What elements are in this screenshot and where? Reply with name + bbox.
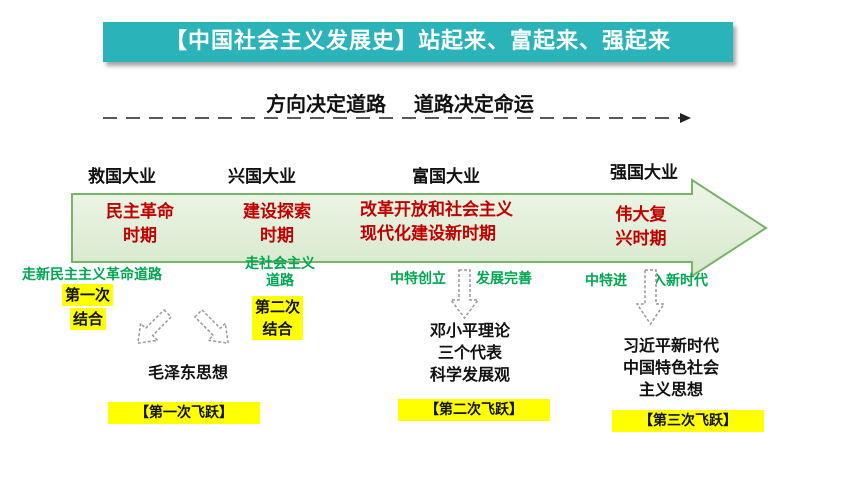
period-line: 时期 [123,226,157,246]
period-line: 现代化建设新时期 [360,224,496,244]
period-great-rejuvenation: 伟大复 兴时期 [596,203,686,251]
second-combination-badge: 第二次 结合 [252,296,304,340]
period-line: 建设探索 [243,202,311,222]
subtitle: 方向决定道路 道路决定命运 [266,92,534,116]
theory-line: 主义思想 [638,380,703,399]
period-line: 民主革命 [106,202,174,222]
road-socialism: 走社会主义 道路 [230,256,330,290]
down-hollow-arrow-icon [636,269,666,326]
theory-line: 邓小平理论 [429,321,510,340]
second-leap-badge: 【第二次飞跃】 [398,399,550,421]
badge-line: 第一次 [65,286,111,304]
theory-line: 三个代表 [437,343,502,362]
period-line: 伟大复 [615,205,667,225]
down-right-hollow-arrow-icon [136,308,173,345]
theory-line: 毛泽东思想 [147,363,228,382]
road-line: 走社会主义 [245,256,315,272]
theory-line: 科学发展观 [429,365,510,384]
era-label-strengthen-nation: 强国大业 [610,163,678,183]
theory-xi-jinping-thought: 习近平新时代 中国特色社会 主义思想 [596,335,746,401]
development-block-arrow [71,178,768,278]
period-reform-opening: 改革开放和社会主义 现代化建设新时期 [360,198,570,246]
theory-line: 习近平新时代 [622,336,719,355]
era-label-save-nation: 救国大业 [88,167,156,187]
road-line: 道路 [266,273,294,289]
first-leap-badge: 【第一次飞跃】 [108,402,260,424]
era-label-build-nation: 兴国大业 [228,167,296,187]
period-line: 改革开放和社会主义 [360,200,513,220]
theory-mao-zedong-thought: 毛泽东思想 [118,362,258,384]
period-construction-exploration: 建设探索 时期 [222,200,332,248]
road-new-democratic-revolution: 走新民主主义革命道路 [22,267,162,283]
theory-deng-three-scientific: 邓小平理论 三个代表 科学发展观 [405,320,535,386]
theory-line: 中国特色社会 [622,358,719,377]
badge-line: 结合 [262,320,293,338]
road-cs-founded: 中特创立 [390,271,446,287]
dashed-timeline-arrow [103,113,691,123]
badge-line: 第二次 [255,298,301,316]
page-title: 【中国社会主义发展史】站起来、富起来、强起来 [103,22,733,62]
era-label-enrich-nation: 富国大业 [412,167,480,187]
road-cs-entering: 中特进 [585,273,627,289]
down-left-hollow-arrow-icon [193,308,230,345]
down-hollow-arrow-icon [450,269,480,320]
third-leap-badge: 【第三次飞跃】 [612,410,764,432]
period-democratic-revolution: 民主革命 时期 [85,200,195,248]
first-combination-badge: 第一次 [62,284,114,306]
road-new-era: 入新时代 [652,273,708,289]
period-line: 时期 [260,226,294,246]
period-line: 兴时期 [615,229,667,249]
road-cs-developed: 发展完善 [476,271,532,287]
first-combination-badge-line2: 结合 [70,308,107,330]
